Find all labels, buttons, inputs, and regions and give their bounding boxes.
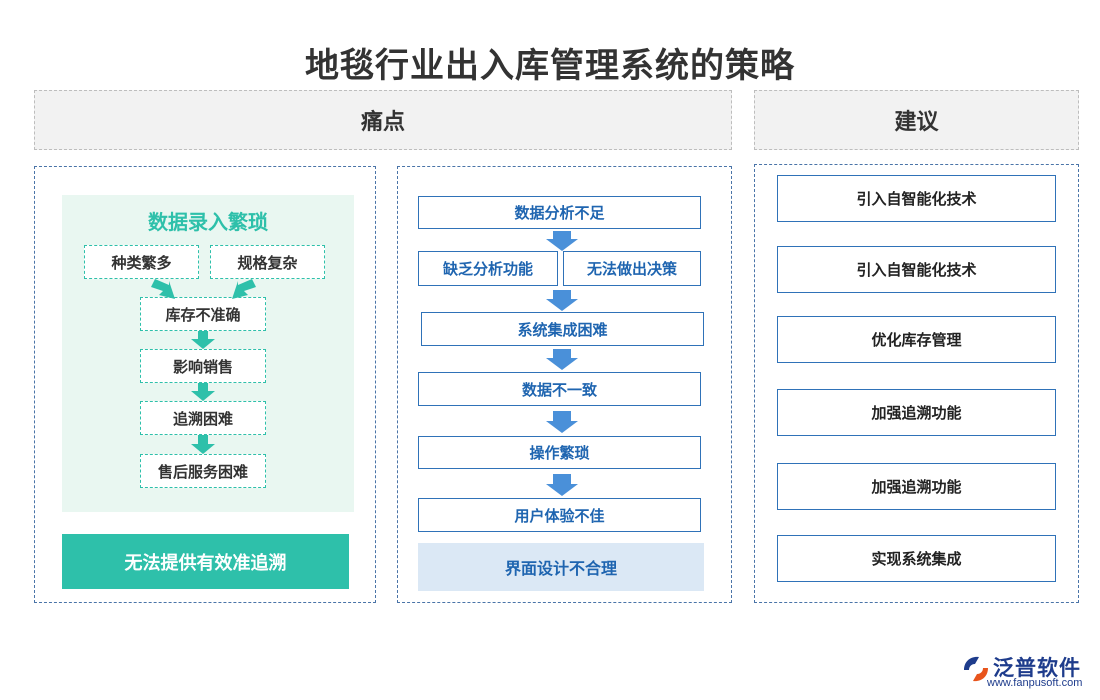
arrow-down-icon <box>546 411 578 433</box>
arrow-down-icon <box>546 474 578 496</box>
middle-result-bar: 界面设计不合理 <box>418 543 704 591</box>
inventory-inaccurate-box: 库存不准确 <box>140 297 266 331</box>
arrow-down-icon <box>191 383 215 401</box>
left-pain-panel <box>34 166 376 603</box>
suggestion-item: 引入自智能化技术 <box>777 175 1056 222</box>
trace-difficult-box: 追溯困难 <box>140 401 266 435</box>
suggestion-header: 建议 <box>754 90 1079 150</box>
logo-name: 泛普软件 <box>993 657 1081 680</box>
suggestion-item: 加强追溯功能 <box>777 463 1056 510</box>
arrow-down-icon <box>546 290 578 311</box>
operation-tedious-box: 操作繁琐 <box>418 436 701 469</box>
left-result-bar: 无法提供有效准追溯 <box>62 534 349 589</box>
data-entry-group-title: 数据录入繁琐 <box>148 212 268 234</box>
after-sales-box: 售后服务困难 <box>140 454 266 488</box>
data-inconsistent-box: 数据不一致 <box>418 372 701 406</box>
arrow-down-icon <box>546 231 578 251</box>
lack-analysis-box: 缺乏分析功能 <box>418 251 558 286</box>
spec-box: 规格复杂 <box>210 245 325 279</box>
suggestion-item: 实现系统集成 <box>777 535 1056 582</box>
suggestion-item: 优化库存管理 <box>777 316 1056 363</box>
middle-pain-panel <box>397 166 732 603</box>
suggestion-panel <box>754 164 1079 603</box>
page-title: 地毯行业出入库管理系统的策略 <box>305 47 795 85</box>
suggestion-item: 引入自智能化技术 <box>777 246 1056 293</box>
arrow-down-icon <box>151 279 175 299</box>
logo-url: www.fanpusoft.com <box>987 677 1083 689</box>
variety-box: 种类繁多 <box>84 245 199 279</box>
integration-difficult-box: 系统集成困难 <box>421 312 704 346</box>
arrow-down-icon <box>191 435 215 454</box>
brand-logo: 泛普软件 www.fanpusoft.com <box>961 652 1086 692</box>
analysis-insufficient-box: 数据分析不足 <box>418 196 701 229</box>
suggestion-item: 加强追溯功能 <box>777 389 1056 436</box>
logo-icon <box>964 656 988 682</box>
user-experience-box: 用户体验不佳 <box>418 498 701 532</box>
affect-sales-box: 影响销售 <box>140 349 266 383</box>
no-decision-box: 无法做出决策 <box>563 251 701 286</box>
arrow-down-icon <box>546 349 578 370</box>
arrow-down-icon <box>191 331 215 349</box>
pain-header: 痛点 <box>34 90 732 150</box>
arrow-down-icon <box>232 279 256 299</box>
